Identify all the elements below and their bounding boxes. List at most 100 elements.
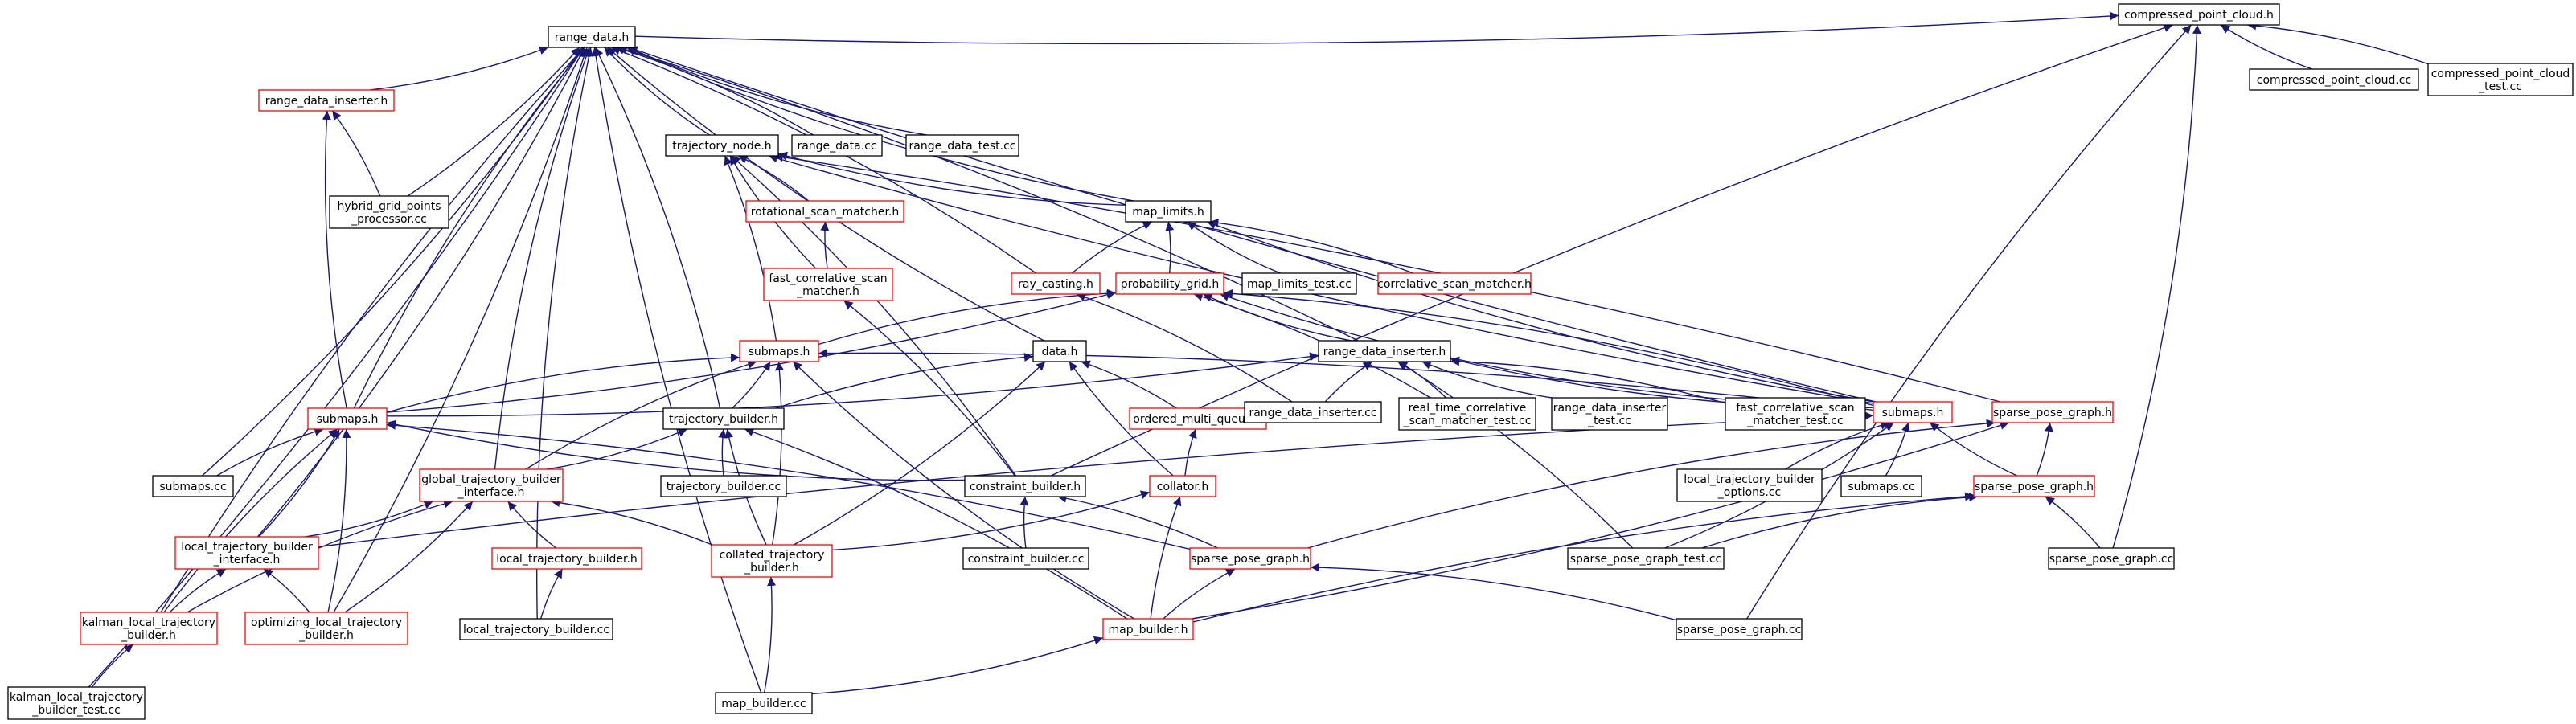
node-label: fast_correlative_scan xyxy=(1736,402,1854,415)
node-range-data-cc[interactable]: range_data.cc xyxy=(791,134,883,157)
node-correlative-scan-matcher-h[interactable]: correlative_scan_matcher.h xyxy=(1377,272,1532,295)
node-box xyxy=(763,268,893,301)
node-range-data-inserter-h-top[interactable]: range_data_inserter.h xyxy=(258,89,395,112)
node-label: _interface.h xyxy=(457,486,525,499)
node-range-data-h[interactable]: range_data.h xyxy=(548,26,636,48)
dependency-edge xyxy=(1071,221,1153,274)
node-box xyxy=(307,407,388,430)
node-optimizing-local-trajectory-builder-h[interactable]: optimizing_local_trajectory_builder.h xyxy=(244,612,408,645)
node-range-data-inserter-h-mid[interactable]: range_data_inserter.h xyxy=(1318,340,1451,362)
node-sparse-pose-graph-h-low[interactable]: sparse_pose_graph.h xyxy=(1189,547,1311,570)
node-map-limits-test-cc[interactable]: map_limits_test.cc xyxy=(1241,272,1357,295)
node-map-builder-h[interactable]: map_builder.h xyxy=(1102,618,1194,640)
node-local-trajectory-builder-interface-h[interactable]: local_trajectory_builder_interface.h xyxy=(174,536,319,570)
dependency-edge xyxy=(1450,357,1726,404)
node-kalman-local-trajectory-builder-h[interactable]: kalman_local_trajectory_builder.h xyxy=(80,612,218,645)
node-range-data-inserter-cc[interactable]: range_data_inserter.cc xyxy=(1244,401,1382,423)
node-range-data-inserter-test-cc[interactable]: range_data_inserter_test.cc xyxy=(1551,397,1668,431)
node-data-h[interactable]: data.h xyxy=(1032,340,1087,362)
node-label: _interface.h xyxy=(213,554,281,567)
node-fast-correlative-scan-matcher-test-cc[interactable]: fast_correlative_scan_matcher_test.cc xyxy=(1725,397,1866,431)
dependency-edge xyxy=(256,47,585,538)
dependency-edge xyxy=(333,47,589,613)
node-compressed-point-cloud-cc[interactable]: compressed_point_cloud.cc xyxy=(2249,68,2419,91)
dependency-edge xyxy=(794,361,1046,546)
node-label: map_limits_test.cc xyxy=(1247,278,1352,291)
node-sparse-pose-graph-cc-right[interactable]: sparse_pose_graph.cc xyxy=(2048,547,2175,570)
node-submaps-cc-left[interactable]: submaps.cc xyxy=(152,475,234,497)
dependency-edge xyxy=(818,349,1874,411)
dependency-edge xyxy=(2036,422,2053,477)
node-box xyxy=(964,475,1086,497)
node-trajectory-builder-h[interactable]: trajectory_builder.h xyxy=(662,407,785,430)
dependency-edge xyxy=(1163,568,1236,620)
dependency-edge xyxy=(386,353,740,413)
node-label: submaps.cc xyxy=(159,481,226,493)
node-submaps-cc-right[interactable]: submaps.cc xyxy=(1840,475,1922,497)
node-collator-h[interactable]: collator.h xyxy=(1149,475,1216,497)
node-trajectory-builder-cc[interactable]: trajectory_builder.cc xyxy=(660,475,787,497)
node-box xyxy=(1725,397,1866,431)
node-box xyxy=(1189,547,1311,570)
node-label: sparse_pose_graph.cc xyxy=(2049,553,2174,566)
node-label: submaps.h xyxy=(1882,407,1944,419)
node-label: range_data.cc xyxy=(797,140,876,153)
node-fast-correlative-scan-matcher-h[interactable]: fast_correlative_scan_matcher.h xyxy=(763,268,893,301)
node-label: sparse_pose_graph.h xyxy=(1993,407,2112,419)
node-sparse-pose-graph-test-cc[interactable]: sparse_pose_graph_test.cc xyxy=(1567,547,1725,570)
node-ray-casting-h[interactable]: ray_casting.h xyxy=(1011,272,1101,295)
dependency-edge xyxy=(1076,292,1293,403)
node-submaps-h-right[interactable]: submaps.h xyxy=(1873,401,1953,423)
node-local-trajectory-builder-cc[interactable]: local_trajectory_builder.cc xyxy=(459,618,613,640)
node-sparse-pose-graph-cc-mid[interactable]: sparse_pose_graph.cc xyxy=(1676,618,1803,640)
node-label: collator.h xyxy=(1157,481,1208,493)
node-label: local_trajectory_builder xyxy=(1684,473,1815,486)
node-constraint-builder-h[interactable]: constraint_builder.h xyxy=(964,475,1086,497)
node-compressed-point-cloud-test-cc[interactable]: compressed_point_cloud_test.cc xyxy=(2427,63,2574,96)
node-trajectory-node-h[interactable]: trajectory_node.h xyxy=(665,134,779,157)
node-range-data-test-cc[interactable]: range_data_test.cc xyxy=(905,134,1019,157)
node-local-trajectory-builder-h[interactable]: local_trajectory_builder.h xyxy=(491,547,642,570)
dependency-edge xyxy=(594,47,721,409)
dependency-edge xyxy=(305,501,433,538)
node-label: constraint_builder.cc xyxy=(968,553,1085,566)
dependency-edge xyxy=(1929,422,2017,477)
node-label: real_time_correlative xyxy=(1409,402,1527,415)
dependency-edge xyxy=(1184,428,1197,477)
node-box xyxy=(459,618,613,640)
node-label: _matcher.h xyxy=(796,285,859,298)
dependency-edge xyxy=(611,46,1037,274)
node-collated-trajectory-builder-h[interactable]: collated_trajectory_builder.h xyxy=(711,544,833,578)
node-constraint-builder-cc[interactable]: constraint_builder.cc xyxy=(962,547,1089,570)
node-label: _test.cc xyxy=(2478,80,2522,93)
node-label: map_limits.h xyxy=(1132,206,1204,219)
node-box xyxy=(711,544,833,578)
node-sparse-pose-graph-h-mid[interactable]: sparse_pose_graph.h xyxy=(1973,475,2095,497)
dependency-edge xyxy=(1421,361,1553,399)
node-map-builder-cc[interactable]: map_builder.cc xyxy=(715,692,813,714)
node-local-trajectory-builder-options-cc[interactable]: local_trajectory_builder_options.cc xyxy=(1676,468,1823,502)
node-label: kalman_local_trajectory xyxy=(82,616,215,629)
node-real-time-correlative-scan-matcher-test-cc[interactable]: real_time_correlative_scan_matcher_test.… xyxy=(1398,397,1536,431)
node-hybrid-grid-points-processor-cc[interactable]: hybrid_grid_points_processor.cc xyxy=(329,195,449,229)
node-ordered-multi-queue-h[interactable]: ordered_multi_queue.h xyxy=(1129,407,1267,430)
node-box xyxy=(1840,475,1922,497)
dependency-edge xyxy=(1885,422,1910,477)
node-box xyxy=(1398,397,1536,431)
node-submaps-h-left[interactable]: submaps.h xyxy=(307,407,388,430)
dependency-edge xyxy=(591,47,762,693)
node-label: sparse_pose_graph.h xyxy=(1191,553,1310,566)
node-label: trajectory_node.h xyxy=(672,140,771,153)
dependency-edge xyxy=(1150,496,1182,620)
node-map-limits-h[interactable]: map_limits.h xyxy=(1125,200,1212,223)
node-global-trajectory-builder-interface-h[interactable]: global_trajectory_builder_interface.h xyxy=(419,468,564,502)
node-sparse-pose-graph-h-top[interactable]: sparse_pose_graph.h xyxy=(1991,401,2114,423)
node-label: sparse_pose_graph_test.cc xyxy=(1570,553,1722,566)
node-kalman-local-trajectory-builder-test-cc[interactable]: kalman_local_trajectory_builder_test.cc xyxy=(7,686,146,720)
node-submaps-h-mid[interactable]: submaps.h xyxy=(739,340,819,362)
node-compressed-point-cloud-h[interactable]: compressed_point_cloud.h xyxy=(2118,3,2280,26)
node-label: submaps.h xyxy=(749,346,810,358)
node-rotational-scan-matcher-h[interactable]: rotational_scan_matcher.h xyxy=(745,200,904,223)
node-box xyxy=(2249,68,2419,91)
node-probability-grid-h[interactable]: probability_grid.h xyxy=(1115,272,1224,295)
